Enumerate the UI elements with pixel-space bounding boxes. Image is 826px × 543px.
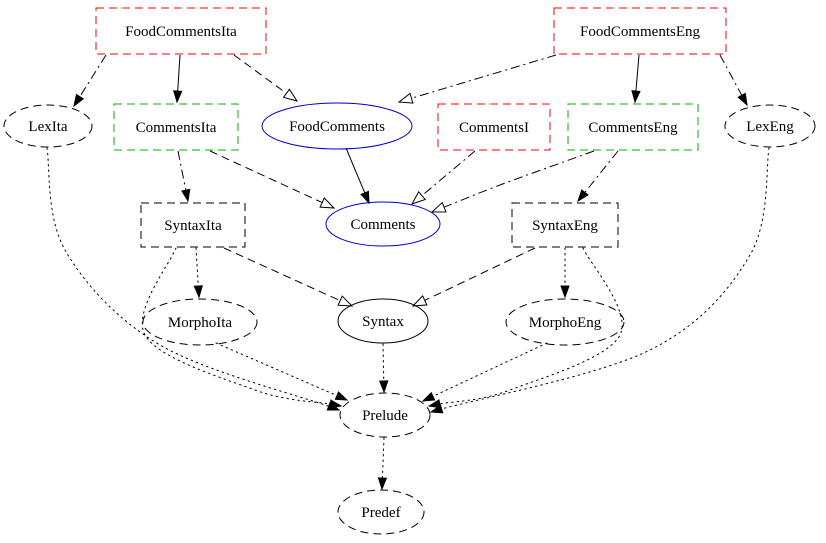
node-label: FoodCommentsIta bbox=[125, 24, 237, 40]
edge-SyntaxIta-Syntax bbox=[223, 247, 354, 307]
filled-arrowhead-icon bbox=[360, 190, 370, 205]
node-label: CommentsI bbox=[459, 120, 529, 136]
open-arrowhead-icon bbox=[337, 295, 354, 307]
node-FoodComments: FoodComments bbox=[261, 102, 413, 150]
filled-arrowhead-icon bbox=[737, 92, 748, 107]
node-shape-rect bbox=[553, 7, 727, 55]
node-Comments: Comments bbox=[325, 201, 441, 247]
node-CommentsEng: CommentsEng bbox=[567, 103, 699, 151]
node-CommentsIta: CommentsIta bbox=[113, 103, 239, 151]
node-label: LexIta bbox=[28, 119, 67, 135]
edge-FoodComments-Comments bbox=[345, 147, 370, 205]
edge-MorphoIta-Prelude bbox=[215, 342, 349, 401]
filled-arrowhead-icon bbox=[577, 189, 589, 203]
edge-SyntaxIta-MorphoIta bbox=[193, 247, 204, 299]
node-label: CommentsIta bbox=[136, 120, 217, 136]
node-label: Predef bbox=[361, 505, 400, 521]
node-Prelude: Prelude bbox=[339, 392, 431, 438]
edge-FoodCommentsIta-FoodComments bbox=[233, 54, 299, 102]
node-LexEng: LexEng bbox=[724, 104, 816, 148]
node-shape-rect bbox=[567, 103, 699, 151]
node-shape-rect bbox=[95, 7, 267, 55]
node-shape-rect bbox=[511, 202, 619, 248]
edge-Prelude-Predef bbox=[377, 437, 388, 491]
node-LexIta: LexIta bbox=[3, 104, 93, 148]
node-shape-ellipse bbox=[339, 392, 431, 438]
node-label: Comments bbox=[350, 217, 415, 233]
edge-SyntaxEng-MorphoEng bbox=[560, 247, 570, 299]
node-FoodCommentsEng: FoodCommentsEng bbox=[553, 7, 727, 55]
edge-FoodCommentsIta-CommentsIta bbox=[173, 54, 183, 104]
edge-FoodCommentsEng-FoodComments bbox=[397, 54, 557, 104]
node-shape-ellipse bbox=[337, 298, 429, 344]
node-label: MorphoIta bbox=[168, 315, 232, 331]
node-Predef: Predef bbox=[337, 489, 425, 535]
node-SyntaxEng: SyntaxEng bbox=[511, 202, 619, 248]
node-MorphoEng: MorphoEng bbox=[505, 298, 625, 346]
node-shape-rect bbox=[113, 103, 239, 151]
edge-SyntaxEng-Syntax bbox=[411, 247, 536, 307]
filled-arrowhead-icon bbox=[328, 399, 343, 409]
edge-FoodCommentsIta-LexIta bbox=[73, 54, 107, 108]
node-label: SyntaxIta bbox=[164, 218, 222, 234]
edge-CommentsEng-SyntaxEng bbox=[577, 150, 619, 203]
open-arrowhead-icon bbox=[430, 201, 447, 213]
node-shape-ellipse bbox=[142, 298, 258, 346]
open-arrowhead-icon bbox=[319, 197, 336, 209]
filled-arrowhead-icon bbox=[181, 188, 191, 203]
edge-CommentsIta-SyntaxIta bbox=[177, 150, 191, 203]
filled-arrowhead-icon bbox=[560, 285, 570, 299]
open-arrowhead-icon bbox=[411, 295, 428, 307]
node-label: MorphoEng bbox=[529, 315, 602, 331]
node-shape-ellipse bbox=[3, 104, 93, 148]
open-arrowhead-icon bbox=[282, 88, 299, 102]
filled-arrowhead-icon bbox=[631, 90, 641, 104]
filled-arrowhead-icon bbox=[173, 90, 183, 104]
edge-LexIta-Prelude bbox=[46, 147, 341, 411]
node-MorphoIta: MorphoIta bbox=[142, 298, 258, 346]
node-shape-rect bbox=[140, 202, 246, 248]
filled-arrowhead-icon bbox=[73, 93, 85, 108]
open-arrowhead-icon bbox=[397, 92, 414, 104]
filled-arrowhead-icon bbox=[377, 477, 388, 491]
node-shape-ellipse bbox=[337, 489, 425, 535]
edge-SyntaxEng-Prelude bbox=[427, 247, 623, 409]
node-Syntax: Syntax bbox=[337, 298, 429, 344]
edge-CommentsIta-Comments bbox=[209, 150, 336, 209]
filled-arrowhead-icon bbox=[334, 391, 349, 401]
node-shape-ellipse bbox=[261, 102, 413, 150]
edge-CommentsI-Comments bbox=[410, 150, 476, 205]
node-CommentsI: CommentsI bbox=[437, 103, 551, 151]
filled-arrowhead-icon bbox=[429, 404, 444, 414]
edge-CommentsEng-Comments bbox=[430, 150, 595, 213]
node-shape-ellipse bbox=[325, 201, 441, 247]
node-label: Prelude bbox=[362, 408, 408, 424]
node-shape-ellipse bbox=[505, 298, 625, 346]
node-shape-rect bbox=[437, 103, 551, 151]
node-shape-ellipse bbox=[724, 104, 816, 148]
node-label: CommentsEng bbox=[588, 120, 678, 136]
edge-FoodCommentsEng-CommentsEng bbox=[631, 54, 641, 104]
edge-FoodCommentsEng-LexEng bbox=[719, 54, 748, 107]
open-arrowhead-icon bbox=[410, 190, 427, 205]
edge-LexEng-Prelude bbox=[429, 147, 770, 414]
edge-MorphoEng-Prelude bbox=[421, 342, 548, 402]
node-label: FoodCommentsEng bbox=[580, 24, 701, 40]
edge-Syntax-Prelude bbox=[379, 343, 389, 394]
filled-arrowhead-icon bbox=[427, 399, 442, 409]
node-FoodCommentsIta: FoodCommentsIta bbox=[95, 7, 267, 55]
edge-SyntaxIta-Prelude bbox=[141, 247, 343, 409]
node-label: SyntaxEng bbox=[532, 218, 598, 234]
node-label: FoodComments bbox=[289, 119, 385, 135]
filled-arrowhead-icon bbox=[379, 380, 389, 394]
filled-arrowhead-icon bbox=[193, 285, 204, 299]
filled-arrowhead-icon bbox=[421, 391, 436, 402]
node-label: Syntax bbox=[362, 314, 404, 330]
node-label: LexEng bbox=[746, 119, 794, 135]
node-SyntaxIta: SyntaxIta bbox=[140, 202, 246, 248]
